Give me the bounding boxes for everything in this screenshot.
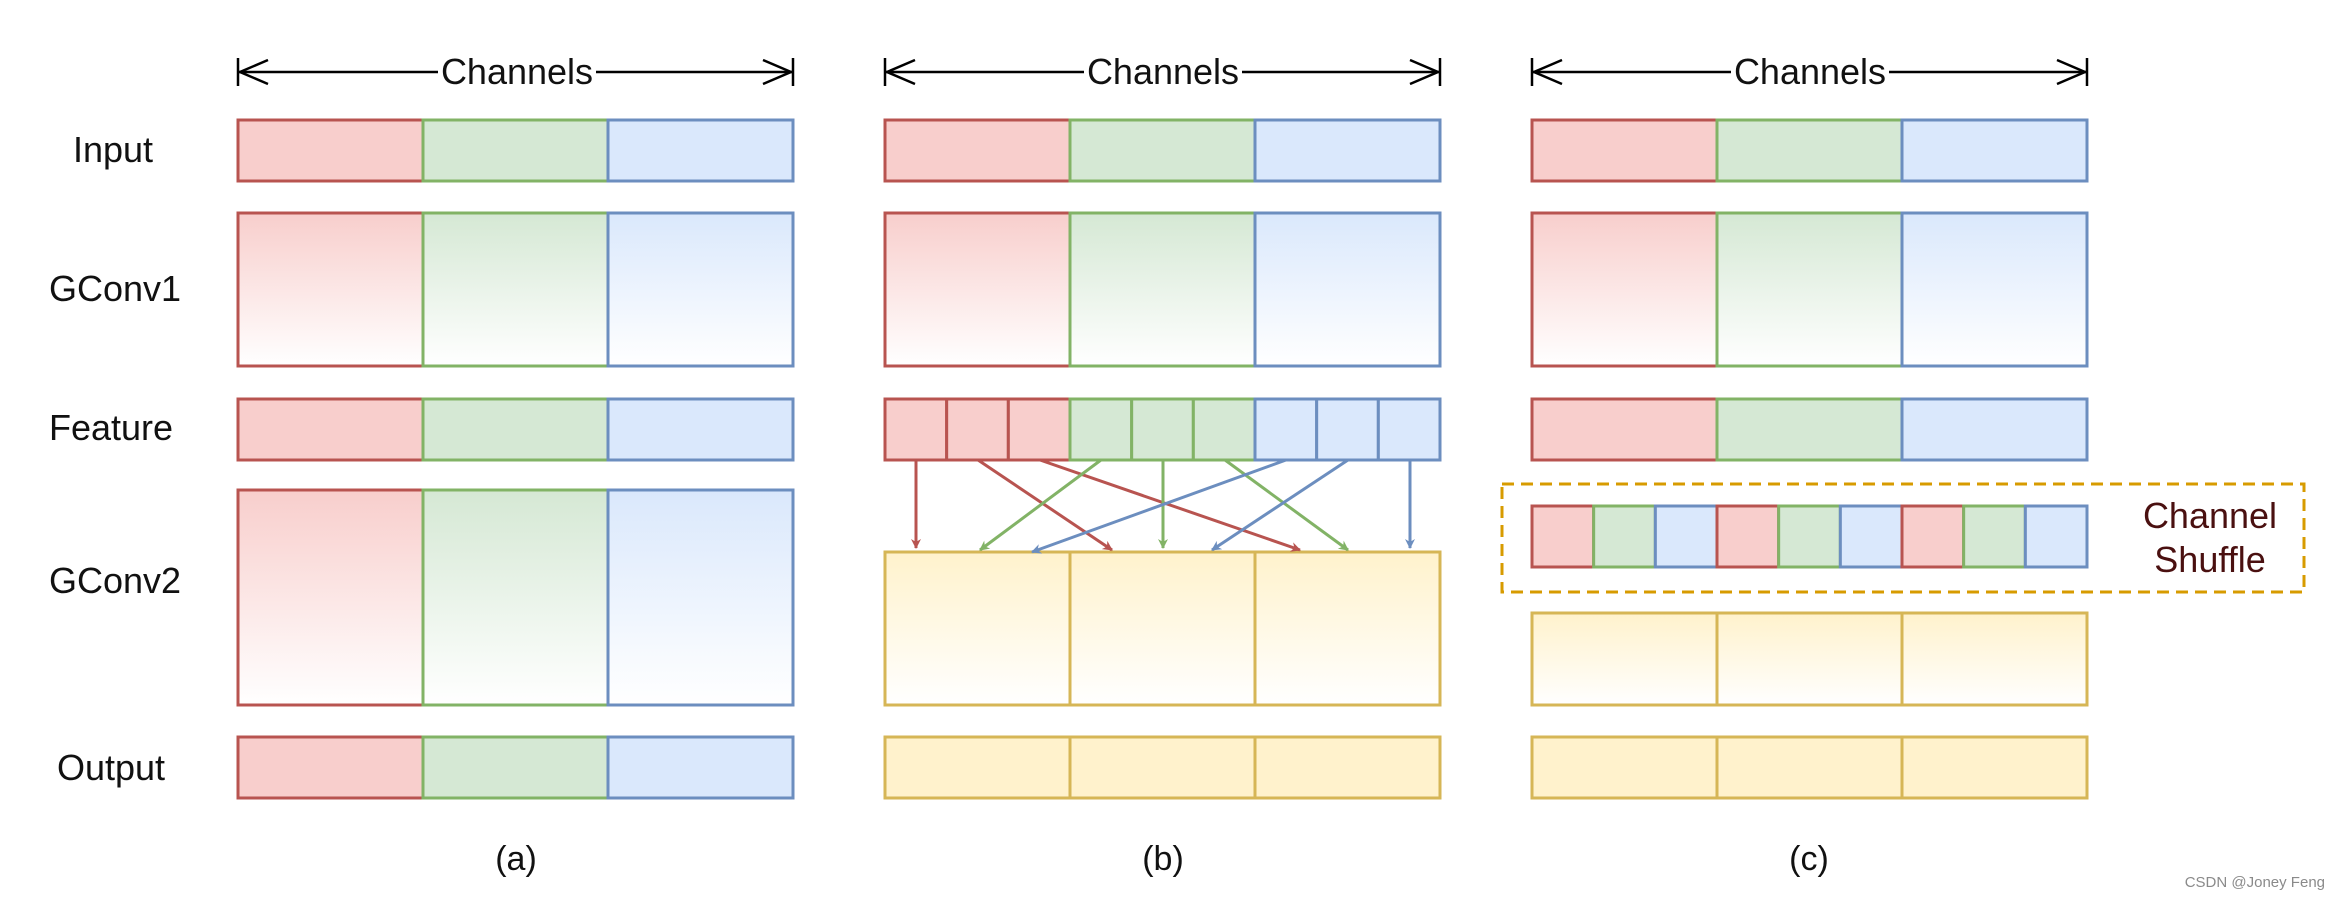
a-gconv1-red-block <box>236 211 425 368</box>
a-gconv2-blue-block <box>606 488 795 707</box>
b-gconv1-red-block <box>883 211 1072 368</box>
c-shuffle-red-block <box>1530 504 1596 569</box>
b-feature-red-block <box>883 397 949 462</box>
b-feature-green-block <box>1068 397 1134 462</box>
b-feature-green-block <box>1191 397 1257 462</box>
row-label-feature: Feature <box>48 407 174 448</box>
channel-shuffle-label: Channel Shuffle <box>2100 494 2320 582</box>
b-feature-blue-block <box>1253 397 1319 462</box>
row-label-gconv1: GConv1 <box>48 268 182 309</box>
channels-arrow-c: Channels <box>1530 51 2089 92</box>
c-shuffle-blue-block <box>2023 504 2089 569</box>
c-input-blue-block <box>1900 118 2089 183</box>
c-shuffle-blue-block <box>1838 504 1904 569</box>
a-gconv2-red-block <box>236 488 425 707</box>
a-input-green-block <box>421 118 610 183</box>
row-label-input: Input <box>72 129 154 170</box>
c-gconv2-yellow-block <box>1530 611 1719 707</box>
c-output-yellow-block <box>1530 735 1719 800</box>
b-output-yellow-block <box>1253 735 1442 800</box>
caption-c: (c) <box>1789 840 1829 878</box>
a-feature-blue-block <box>606 397 795 462</box>
c-gconv1-blue-block <box>1900 211 2089 368</box>
b-gconv1-blue-block <box>1253 211 1442 368</box>
channel-shuffle-label-line2: Shuffle <box>2154 539 2266 580</box>
a-output-red-block <box>236 735 425 800</box>
b-output-yellow-block <box>883 735 1072 800</box>
c-gconv1-green-block <box>1715 211 1904 368</box>
c-shuffle-green-block <box>1777 504 1842 569</box>
caption-a: (a) <box>495 840 537 878</box>
b-gconv1-green-block <box>1068 211 1257 368</box>
c-shuffle-green-block <box>1592 504 1657 569</box>
channel-shuffle-box <box>1500 482 2306 594</box>
c-gconv2-yellow-block <box>1900 611 2089 707</box>
c-feature-green-block <box>1715 397 1904 462</box>
c-shuffle-blue-block <box>1653 504 1719 569</box>
c-shuffle-red-block <box>1715 504 1781 569</box>
b-gconv2-yellow-block <box>1068 550 1257 707</box>
channel-shuffle-label-line1: Channel <box>2142 495 2278 536</box>
c-shuffle-green-block <box>1962 504 2027 569</box>
channels-arrow-a: Channels <box>236 51 795 92</box>
c-input-red-block <box>1530 118 1719 183</box>
row-label-gconv2: GConv2 <box>48 560 182 601</box>
c-output-yellow-block <box>1900 735 2089 800</box>
b-feature-red-block <box>1006 397 1072 462</box>
a-gconv2-green-block <box>421 488 610 707</box>
channels-arrow-b: Channels <box>883 51 1442 92</box>
b-feature-blue-block <box>1315 397 1380 462</box>
c-gconv2-yellow-block <box>1715 611 1904 707</box>
b-feature-red-block <box>945 397 1010 462</box>
a-gconv1-green-block <box>421 211 610 368</box>
a-output-green-block <box>421 735 610 800</box>
a-input-red-block <box>236 118 425 183</box>
b-input-blue-block <box>1253 118 1442 183</box>
b-gconv2-yellow-block <box>883 550 1072 707</box>
a-output-blue-block <box>606 735 795 800</box>
c-feature-blue-block <box>1900 397 2089 462</box>
c-shuffle-red-block <box>1900 504 1966 569</box>
b-feature-blue-block <box>1376 397 1442 462</box>
caption-b: (b) <box>1142 840 1184 878</box>
a-feature-red-block <box>236 397 425 462</box>
channel-blocks <box>236 118 2089 800</box>
b-input-red-block <box>883 118 1072 183</box>
c-feature-red-block <box>1530 397 1719 462</box>
channels-label: Channels <box>1087 51 1239 92</box>
c-output-yellow-block <box>1715 735 1904 800</box>
c-gconv1-red-block <box>1530 211 1719 368</box>
a-input-blue-block <box>606 118 795 183</box>
cross-group-arrows <box>911 458 1415 554</box>
b-feature-green-block <box>1130 397 1195 462</box>
watermark: CSDN @Joney Feng <box>2184 874 2325 891</box>
b-input-green-block <box>1068 118 1257 183</box>
row-label-output: Output <box>56 747 166 788</box>
channels-label: Channels <box>441 51 593 92</box>
a-feature-green-block <box>421 397 610 462</box>
a-gconv1-blue-block <box>606 211 795 368</box>
c-input-green-block <box>1715 118 1904 183</box>
b-output-yellow-block <box>1068 735 1257 800</box>
b-gconv2-yellow-block <box>1253 550 1442 707</box>
channels-label: Channels <box>1734 51 1886 92</box>
